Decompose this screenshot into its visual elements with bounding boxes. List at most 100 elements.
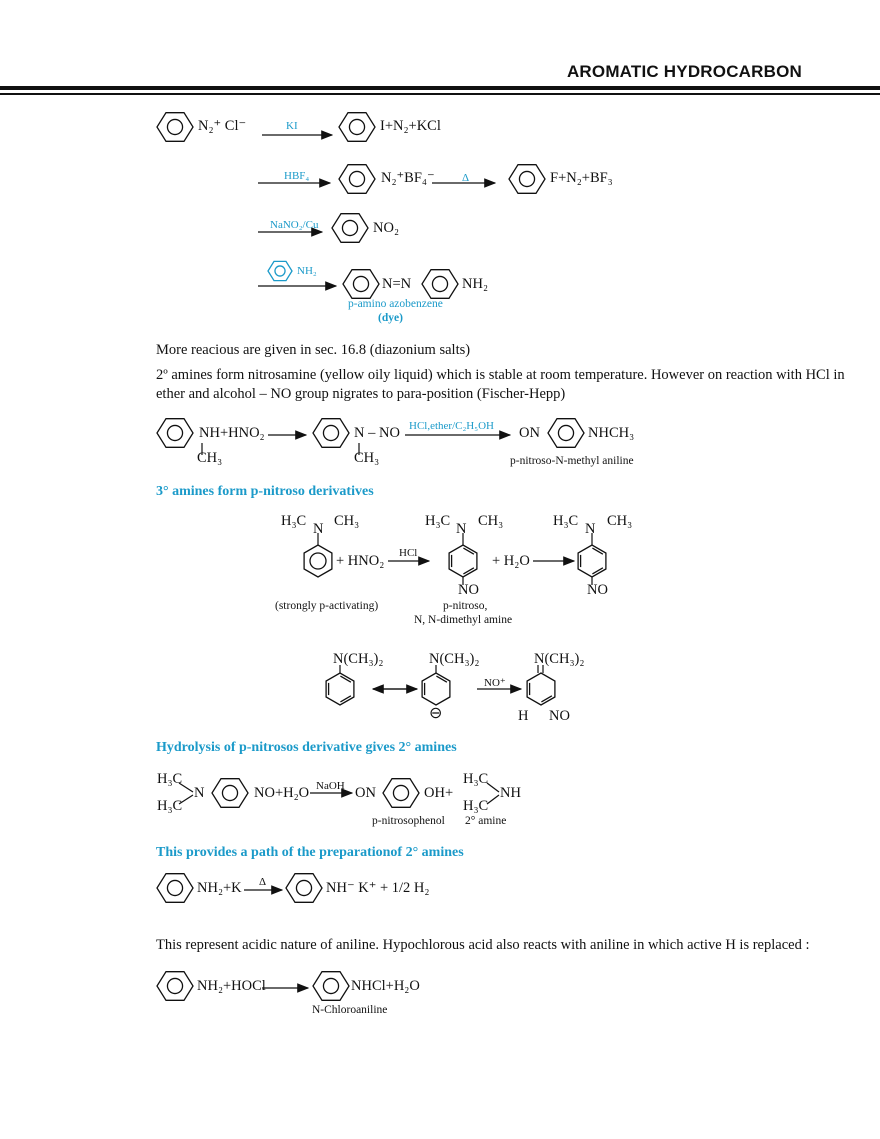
r1-product: I+N₂+KCl — [380, 118, 441, 134]
hocl-left: NH₂+HOCl — [197, 978, 266, 994]
res1-benzene-double-bond-2 — [340, 675, 352, 683]
r2-product: N₂⁺BF₄⁻ — [381, 170, 435, 186]
page-header-title: AROMATIC HYDROCARBON — [566, 62, 802, 81]
hocl-benzene-left-ring — [166, 977, 184, 995]
hy-amine-bond-bottom — [486, 794, 500, 805]
hy-benzene-left-ring — [221, 784, 239, 802]
hy-amine-bond-top — [486, 782, 500, 793]
r2-reagent: HBF₄ — [284, 170, 310, 182]
r2-product2-benzene — [508, 164, 546, 194]
r4-product-name: p-amino azobenzene — [348, 298, 443, 310]
fh-product-on: ON — [519, 425, 540, 441]
paragraph-acidic-nature: This represent acidic nature of aniline.… — [156, 937, 810, 953]
paragraph-diazonium-ref: More reacious are given in sec. 16.8 (di… — [156, 342, 471, 358]
t3-ch3: CH₃ — [607, 513, 633, 529]
hy-h3c-top: H₃C — [157, 771, 183, 787]
hocl-benzene-right — [312, 971, 350, 1001]
res2-ring — [421, 672, 451, 706]
hy-prod-oh: OH+ — [424, 785, 454, 801]
t3-no: NO — [587, 582, 608, 598]
fh-mid: N – NO — [354, 425, 400, 441]
res3-h: H — [518, 708, 529, 724]
fh-mid-methyl: CH₃ — [354, 450, 380, 466]
prep-benzene-left — [156, 873, 194, 903]
t2-no: NO — [458, 582, 479, 598]
fh-benzene-product — [547, 418, 585, 448]
hy-prod-on: ON — [355, 785, 376, 801]
r2-product-benzene-ring — [348, 170, 366, 188]
t3-benzene — [577, 544, 607, 578]
hocl-benzene-right-ring — [322, 977, 340, 995]
hy-benzene-product — [382, 778, 420, 808]
hy-label-nitrosophenol: p-nitrosophenol — [372, 815, 445, 827]
r2-product2: F+N₂+BF₃ — [550, 170, 613, 186]
t2-plus-h2o: + H₂O — [492, 553, 530, 569]
t3-n: N — [585, 521, 596, 537]
r1-reagent: KI — [286, 120, 298, 132]
prep-benzene-right — [285, 873, 323, 903]
hy-amine-h3c-bottom: H₃C — [463, 798, 489, 814]
res2-nme2: N(CH₃)₂ — [429, 651, 480, 667]
t-label-activating: (strongly p-activating) — [275, 600, 379, 612]
r4-reagent-benzene — [267, 260, 293, 282]
r3-reagent: NaNO₂/Cu — [270, 219, 319, 231]
prep-reagent: Δ — [259, 876, 267, 888]
t2-benzene-double-bond-0 — [463, 567, 475, 575]
hy-bond-bottom — [178, 794, 194, 805]
heading-hydrolysis: Hydrolysis of p-nitrosos derivative give… — [156, 740, 457, 755]
t-label-dimethyl: N, N-dimethyl amine — [414, 614, 513, 626]
heading-preparation: This provides a path of the preparationo… — [156, 845, 464, 860]
t1-reagent-hcl: HCl — [399, 547, 418, 559]
r1-benzene-ring — [166, 118, 184, 136]
hy-left-right: NO+H₂O — [254, 785, 310, 801]
fh-product-nhch3: NHCH₃ — [588, 425, 635, 441]
fh-benzene-left-ring — [166, 424, 184, 442]
t-label-pnitroso: p-nitroso, — [443, 600, 488, 612]
r4-benzene-b-ring — [431, 275, 449, 293]
fh-benzene-mid — [312, 418, 350, 448]
r4-product-amine: NH₂ — [462, 276, 488, 292]
res3-no: NO — [549, 708, 570, 724]
res2-carbanion: ⊖ — [429, 705, 443, 722]
res2-ring-double-bond-1 — [436, 675, 448, 683]
t3-benzene-double-bond-2 — [592, 547, 604, 555]
hy-benzene-left — [211, 778, 249, 808]
t2-benzene — [448, 544, 478, 578]
t3-benzene-double-bond-0 — [592, 567, 604, 575]
t2-h3c: H₃C — [425, 513, 451, 529]
prep-right: NH⁻ K⁺ + 1/2 H₂ — [326, 880, 430, 896]
hy-bond-top — [178, 782, 194, 793]
paragraph-nitrosamine-l1: 2º amines form nitrosamine (yellow oily … — [156, 367, 845, 383]
hy-amine-h3c-top: H₃C — [463, 771, 489, 787]
hy-n: N — [194, 785, 205, 801]
t2-ch3: CH₃ — [478, 513, 504, 529]
hy-benzene-product-ring — [392, 784, 410, 802]
r3-product-benzene-ring — [341, 219, 359, 237]
res1-benzene — [325, 672, 355, 706]
prep-benzene-left-ring — [166, 879, 184, 897]
hy-label-2amine: 2° amine — [465, 815, 507, 827]
prep-benzene-right-ring — [295, 879, 313, 897]
fh-reagent: HCl,ether/C₂H₅OH — [409, 420, 494, 432]
t1-benzene-ring — [309, 552, 327, 570]
res3-ring — [526, 672, 556, 706]
r4-benzene-a-ring — [352, 275, 370, 293]
prep-left: NH₂+K — [197, 880, 242, 896]
header-rule-thin — [0, 93, 880, 95]
fh-left: NH+HNO₂ — [199, 425, 265, 441]
res1-nme2: N(CH₃)₂ — [333, 651, 384, 667]
t3-h3c: H₃C — [553, 513, 579, 529]
t2-n: N — [456, 521, 467, 537]
fh-benzene-left — [156, 418, 194, 448]
res3-nme2: N(CH₃)₂ — [534, 651, 585, 667]
r4-benzene-b — [421, 269, 459, 299]
hy-amine-nh: NH — [500, 785, 521, 801]
hy-h3c-bottom: H₃C — [157, 798, 183, 814]
header-rule-thick — [0, 86, 880, 90]
t2-benzene-double-bond-2 — [463, 547, 475, 555]
t1-ch3: CH₃ — [334, 513, 360, 529]
r4-reagent: NH₂ — [297, 265, 317, 277]
r1-benzene — [156, 112, 194, 142]
r3-product: NO₂ — [373, 220, 399, 236]
